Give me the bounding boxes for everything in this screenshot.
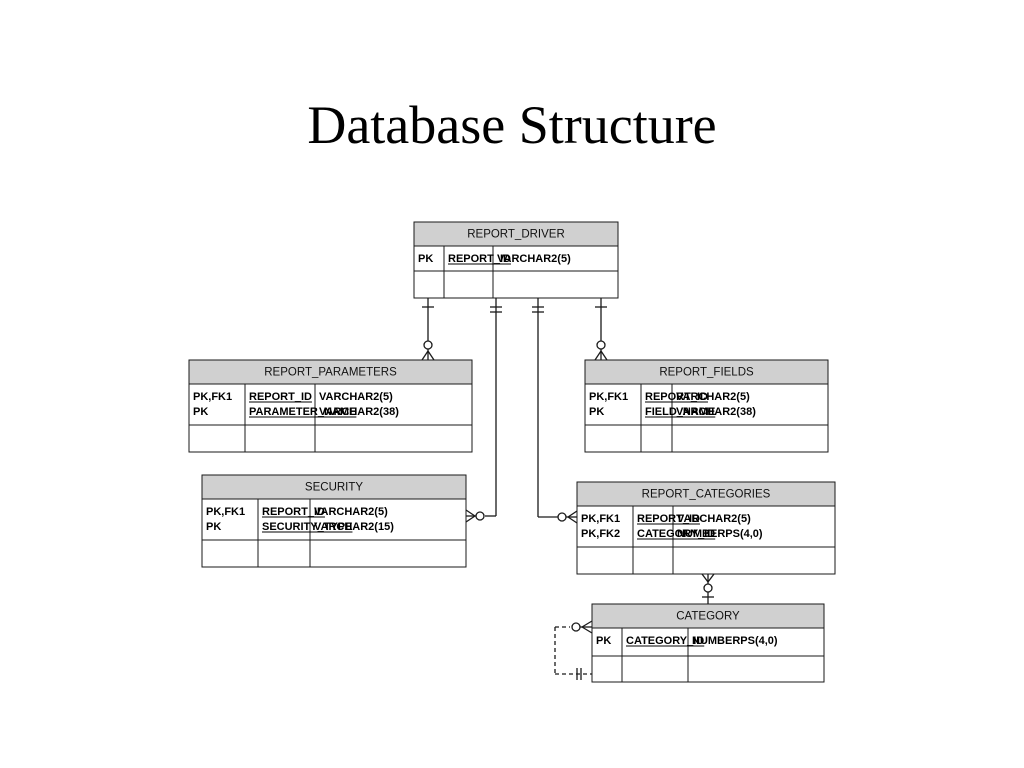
entity-name: REPORT_PARAMETERS (264, 367, 397, 379)
entity-header (584, 359, 829, 385)
field-name: CATEGORY_ID (637, 528, 715, 540)
entity-body (576, 505, 836, 575)
field-name: REPORT_ID (262, 506, 325, 518)
field-type: VARCHAR2(38) (676, 406, 756, 418)
field-type: VARCHAR2(5) (319, 391, 393, 403)
relationship-category-self (554, 620, 593, 680)
relationship-driver-fields (594, 298, 608, 361)
key-label: PK,FK2 (581, 528, 620, 540)
entity-header (201, 474, 467, 500)
entity-body (591, 627, 825, 683)
field-name: REPORT_ID (448, 253, 511, 265)
key-label: PK,FK1 (206, 506, 245, 518)
key-label: PK (596, 635, 611, 647)
key-label: PK (206, 521, 221, 533)
key-label: PK (193, 406, 208, 418)
relationship-driver-parameters (421, 298, 435, 361)
key-label: PK,FK1 (193, 391, 232, 403)
field-type: NUMBERPS(4,0) (692, 635, 778, 647)
entity-name: REPORT_CATEGORIES (642, 489, 771, 501)
field-name: SECURITY_TYPE (262, 521, 352, 533)
page-title: Database Structure (307, 95, 717, 155)
key-label: PK (418, 253, 433, 265)
field-type: VARCHAR2(38) (319, 406, 399, 418)
key-label: PK,FK1 (589, 391, 628, 403)
field-type: VARCHAR2(5) (314, 506, 388, 518)
entity-header (413, 221, 619, 247)
field-name: PARAMETER_NAME (249, 406, 356, 418)
field-type: VARCHAR2(15) (314, 521, 394, 533)
entity-name: SECURITY (305, 482, 363, 494)
field-name: FIELD_NAME (645, 406, 715, 418)
entity-body (413, 245, 619, 299)
field-name: REPORT_ID (645, 391, 708, 403)
entity-header (576, 481, 836, 507)
field-name: CATEGORY_ID (626, 635, 704, 647)
field-name: REPORT_ID (637, 513, 700, 525)
entity-report-parameters: REPORT_PARAMETERS PK,FK1 REPORT_ID VARCHAR2… (188, 359, 473, 453)
entity-report-categories: REPORT_CATEGORIES PK,FK1 REPORT_IDVARCHAR2… (576, 481, 836, 575)
field-type: NUMBERPS(4,0) (677, 528, 763, 540)
entity-body (201, 498, 467, 568)
field-name: REPORT_ID (249, 391, 312, 403)
relationship-driver-security (465, 298, 502, 523)
field-type: VARCHAR2(5) (497, 253, 571, 265)
field-type: VARCHAR2(5) (676, 391, 750, 403)
field-type: VARCHAR2(5) (677, 513, 751, 525)
entity-body (584, 383, 829, 453)
entity-body (188, 383, 473, 453)
key-label: PK,FK1 (581, 513, 620, 525)
relationship-driver-categories (532, 298, 578, 524)
relationship-category-report-categories (701, 573, 715, 604)
entity-name: REPORT_DRIVER (467, 229, 565, 241)
entity-name: REPORT_FIELDS (659, 367, 754, 379)
entity-name: CATEGORY (676, 611, 740, 623)
key-label: PK (589, 406, 604, 418)
